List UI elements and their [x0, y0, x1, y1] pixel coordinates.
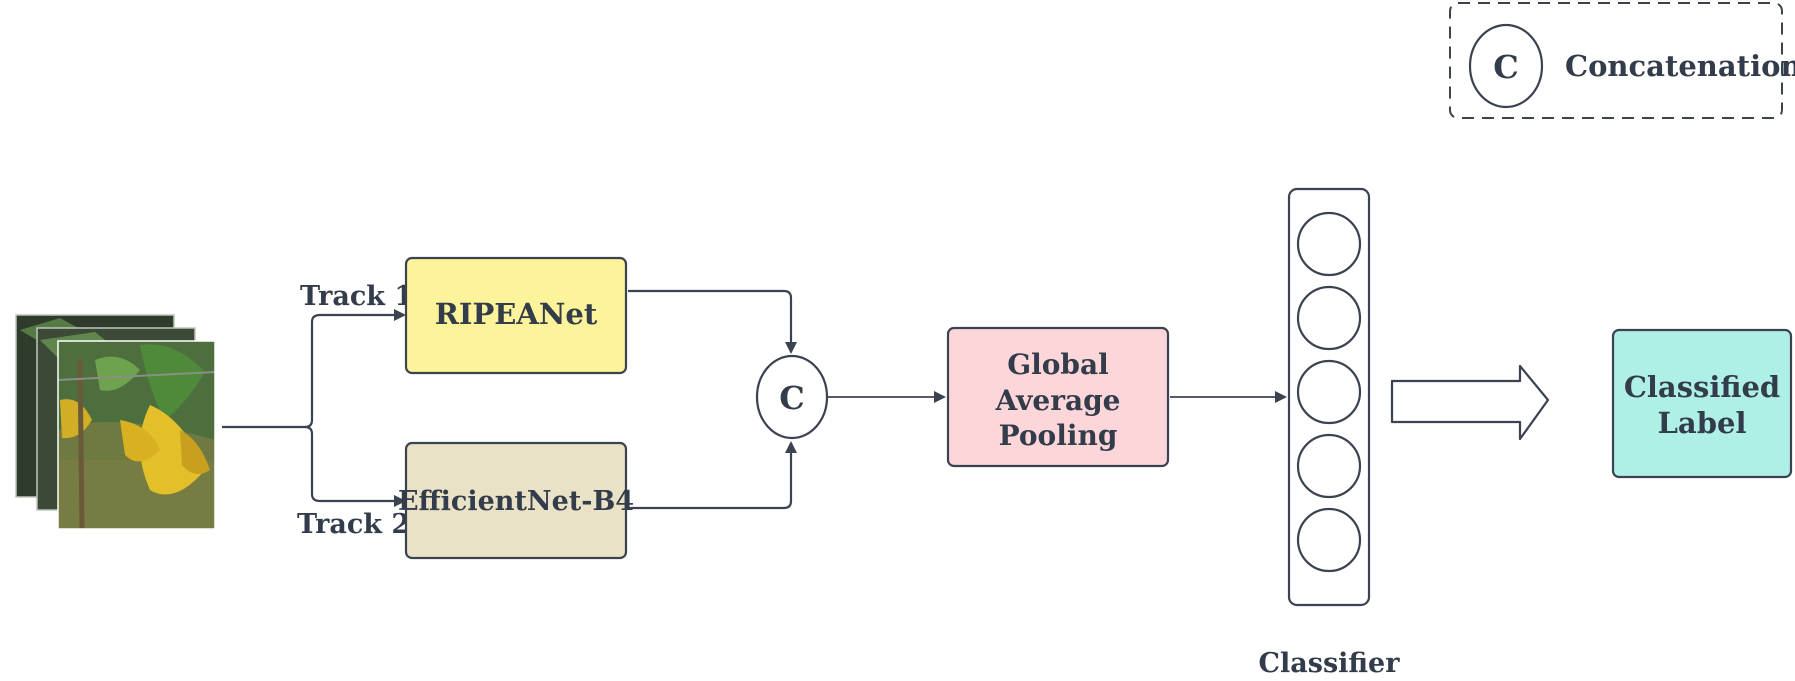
classifier-neurons [1296, 211, 1362, 573]
ripeanet-label: RIPEANet [435, 297, 598, 331]
classifier-label: Classifier [1259, 648, 1401, 676]
legend: C Concatenation [1449, 2, 1795, 119]
efficientnet-box [404, 441, 628, 560]
classifier-neuron [1296, 211, 1362, 277]
concat-node: C [755, 354, 829, 440]
efficientnet-label: EfficientNet-B4 [398, 486, 634, 517]
track-2-arrow [304, 425, 406, 507]
concat-circle [755, 354, 829, 440]
pooling-block: Global Average Pooling [946, 326, 1170, 468]
track-1-arrow [222, 309, 406, 429]
pooling-label-line-1: Global [1007, 348, 1109, 381]
track-2-label: Track 2 [297, 509, 410, 540]
legend-symbol: C [1493, 48, 1518, 86]
output-box [1611, 328, 1793, 479]
efficientnet-to-concat-arrow [628, 441, 797, 510]
pooling-box [946, 326, 1170, 468]
output-block: Classified Label [1611, 328, 1793, 479]
concatenation-legend-icon [1468, 23, 1544, 109]
classifier-neuron [1296, 433, 1362, 499]
legend-label: Concatenation [1565, 49, 1795, 83]
efficientnet-block: EfficientNet-B4 [398, 441, 634, 560]
output-big-arrow-icon [1390, 364, 1550, 441]
concat-symbol: C [779, 379, 804, 417]
input-split-connector [222, 309, 406, 507]
ripeanet-to-concat-arrow [628, 289, 797, 354]
classifier-neuron [1296, 285, 1362, 351]
leaf-photo-stack-icon [15, 314, 216, 530]
ripeanet-box [404, 256, 628, 375]
classifier-neuron [1296, 507, 1362, 573]
classifier-neuron [1296, 359, 1362, 425]
ripeanet-block: RIPEANet [404, 256, 628, 375]
pooling-label-line-2: Average [995, 384, 1121, 417]
pooling-label-line-3: Pooling [999, 419, 1118, 452]
leaf-photo-front [58, 341, 215, 529]
track-1-label: Track 1 [300, 281, 413, 312]
output-label-line-1: Classified [1624, 370, 1780, 404]
output-label-line-2: Label [1658, 406, 1747, 440]
classifier-block: Classifier [1259, 187, 1401, 679]
